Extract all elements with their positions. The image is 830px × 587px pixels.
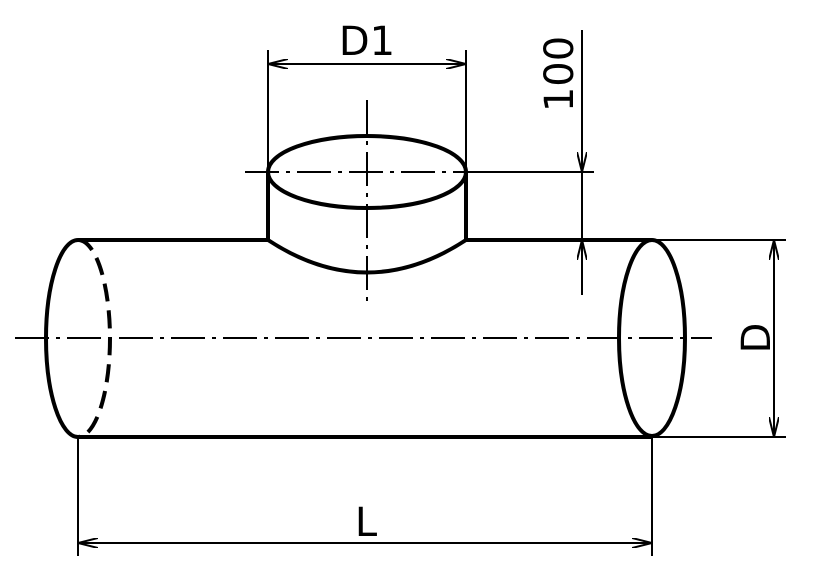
d-label: D: [734, 323, 780, 354]
main-pipe-left-end-hidden: [77, 238, 112, 439]
l-label: L: [355, 500, 378, 546]
main-pipe-left-end-front: [44, 238, 79, 439]
d1-label: D1: [339, 19, 395, 65]
branch-intersection-curve: [266, 238, 468, 275]
height-label: 100: [537, 36, 583, 112]
dimensions: [77, 30, 786, 556]
